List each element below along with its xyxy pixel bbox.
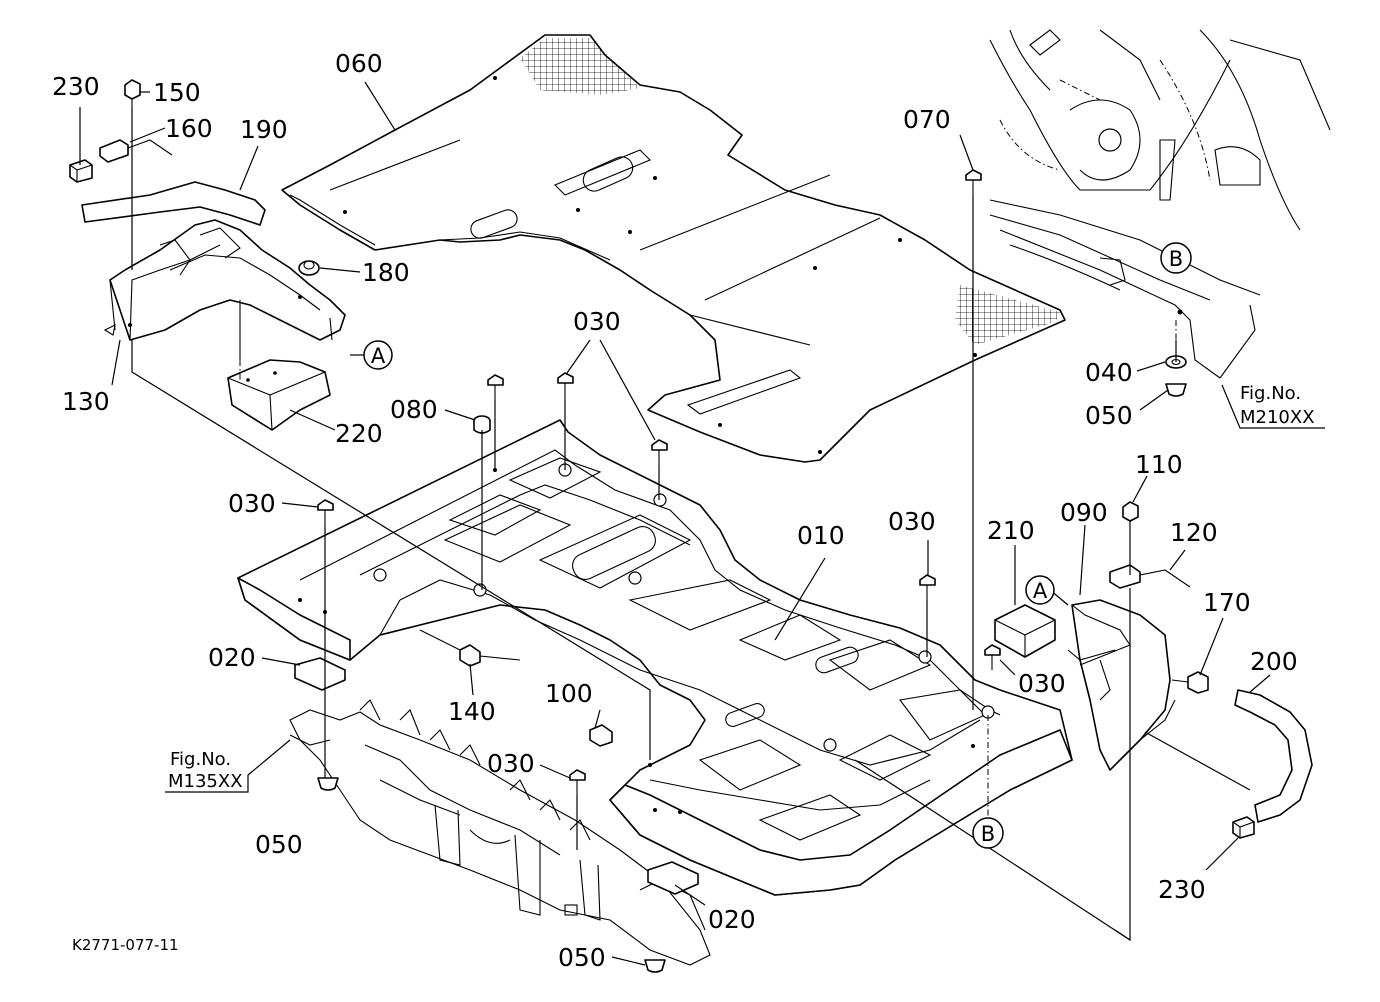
callout-030d: 030 [487,749,535,778]
floor-mat-060 [281,34,1066,463]
callout-200: 200 [1250,647,1298,676]
fig-ref-left-label: Fig.No. [170,749,231,770]
callout-020a: 020 [208,643,256,672]
callout-030b: 030 [228,489,276,518]
callout-130: 130 [62,387,110,416]
callout-030c: 030 [888,507,936,536]
callout-230b: 230 [1158,875,1206,904]
fig-ref-right-label: Fig.No. [1240,383,1301,404]
callout-150: 150 [153,78,201,107]
ref-a-left: A [371,344,386,368]
callout-110: 110 [1135,450,1183,479]
bolt-150 [124,79,141,108]
block-220 [227,359,331,431]
callout-040: 040 [1085,358,1133,387]
fig-ref-right-number: M210XX [1240,407,1315,428]
clip-120 [1109,564,1191,589]
callout-050b: 050 [255,830,303,859]
leader-lines [79,81,1325,966]
callout-030a: 030 [573,307,621,336]
callout-220: 220 [335,419,383,448]
callout-190: 190 [240,115,288,144]
callout-060: 060 [335,49,383,78]
side-cover-130 [103,219,346,360]
callout-labels: 230 150 160 190 060 070 180 130 220 030 … [52,49,1298,972]
callout-140: 140 [448,697,496,726]
ref-a-circle-left [363,340,393,370]
clip-160 [99,139,173,163]
callout-070: 070 [903,105,951,134]
callout-180: 180 [362,258,410,287]
block-210 [994,604,1056,658]
grommet-180 [298,260,320,276]
ref-b-circle-bottom [972,817,1004,849]
block-230-right [1232,816,1255,839]
callout-080: 080 [390,395,438,424]
floor-panel-010 [237,419,1073,896]
callout-210: 210 [987,516,1035,545]
callout-160: 160 [165,114,213,143]
callout-030e: 030 [1018,669,1066,698]
pad-190 [81,181,266,226]
clips-020-140-100 [294,644,699,895]
callout-010: 010 [797,521,845,550]
ref-a-circle-right [1025,575,1055,605]
diagram-code: K2771-077-11 [72,936,179,954]
assembly-lines [131,108,1251,942]
ref-a-right: A [1033,579,1048,603]
ref-b-top: B [1169,247,1183,271]
callout-100: 100 [545,679,593,708]
block-230-left [69,159,93,183]
ref-b-circle-top [1160,242,1192,274]
callout-050c: 050 [558,943,606,972]
ref-b-bottom: B [981,822,995,846]
reference-markers: A A B B [363,242,1192,849]
fig-ref-left-number: M135XX [168,771,243,792]
callout-090: 090 [1060,498,1108,527]
callout-170: 170 [1203,588,1251,617]
callout-230a: 230 [52,72,100,101]
figure-references: Fig.No. M135XX Fig.No. M210XX [168,383,1315,792]
side-cover-090 [1067,599,1176,771]
callout-120: 120 [1170,518,1218,547]
callout-020b: 020 [708,905,756,934]
callout-050a: 050 [1085,401,1133,430]
pad-200 [1234,689,1313,823]
tractor-body-context [989,29,1331,379]
